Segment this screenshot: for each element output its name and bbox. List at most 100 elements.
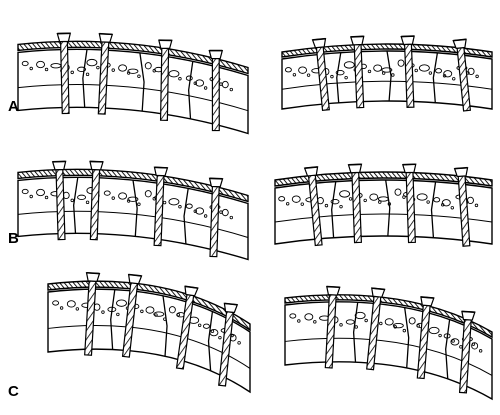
screw [324, 285, 341, 369]
cancellous-bone [298, 66, 308, 74]
cancellous-bone [441, 199, 451, 207]
fracture-line [183, 188, 189, 244]
screw [97, 32, 114, 115]
screw [401, 163, 417, 244]
screw-head-top [304, 166, 318, 169]
cancellous-bone [77, 194, 87, 200]
row-label-b: B [8, 230, 19, 247]
cancellous-bone [193, 209, 197, 213]
screw [452, 38, 472, 112]
fracture-line [432, 52, 439, 103]
screw [311, 37, 330, 111]
cancellous-bone [145, 306, 155, 314]
cancellous-bone [137, 202, 141, 206]
cancellous-bone [116, 299, 127, 307]
cancellous-bone [381, 67, 393, 73]
cancellous-bone [116, 312, 120, 317]
fracture-line [385, 179, 391, 237]
cancellous-bone [197, 323, 202, 327]
screw-head-top [453, 38, 467, 42]
cancellous-bone [168, 198, 180, 206]
cancellous-bone [111, 68, 115, 72]
cancellous-bone [278, 196, 286, 202]
cancellous-bone [330, 199, 340, 205]
row-label-c: C [8, 383, 19, 400]
cancellous-bone [101, 310, 105, 314]
cancellous-bone [77, 66, 87, 72]
screw-head-top [350, 35, 364, 38]
fracture-line [336, 52, 342, 103]
cancellous-bone [313, 320, 317, 324]
cancellous-bone [452, 77, 456, 81]
screw-head [401, 163, 417, 174]
bone-segment [284, 301, 493, 401]
screw [349, 35, 365, 109]
fracture-line [82, 49, 88, 108]
plate [17, 40, 249, 75]
cancellous-bone [21, 60, 29, 67]
cancellous-bone [343, 61, 355, 69]
cancellous-bone [297, 319, 301, 323]
screw [175, 285, 199, 370]
cancellous-bone [202, 323, 210, 329]
cancellous-bone [137, 74, 141, 78]
cancellous-bone [168, 306, 176, 314]
cancellous-bone [435, 68, 443, 74]
cancellous-bone [291, 195, 301, 203]
cancellous-bone [300, 202, 304, 206]
screw [89, 160, 104, 241]
cancellous-bone [118, 64, 128, 72]
fracture-line [430, 181, 437, 238]
fracture-line [72, 177, 79, 234]
plate [47, 280, 251, 332]
fracture-line [386, 50, 392, 102]
cancellous-bone [140, 309, 144, 314]
fracture-line [352, 302, 359, 363]
panel-a-right [281, 35, 493, 112]
cancellous-bone [467, 67, 475, 76]
screw [158, 39, 173, 121]
screw [218, 302, 239, 387]
screw-head-top [154, 166, 168, 169]
cancellous-bone [111, 196, 115, 200]
cancellous-bone [285, 202, 290, 206]
cancellous-bone [127, 196, 139, 202]
cancellous-bone [21, 188, 29, 195]
cancellous-bone [428, 326, 440, 335]
cancellous-bone [86, 58, 98, 67]
cancellous-bone [373, 64, 383, 72]
cancellous-bone [153, 311, 165, 317]
cortex-line [284, 337, 493, 376]
screw [453, 166, 471, 247]
cancellous-bone [451, 339, 455, 343]
screw-head [184, 285, 199, 297]
cancellous-bone [237, 341, 241, 345]
cancellous-bone [144, 62, 152, 70]
screw-head-top [224, 302, 238, 306]
screw-head [311, 38, 327, 49]
cancellous-bone [284, 67, 292, 73]
cancellous-bone [394, 188, 402, 196]
cancellous-bone [369, 193, 379, 201]
cancellous-bone [195, 79, 205, 87]
cancellous-bone [144, 190, 152, 198]
fracture-line [162, 295, 168, 357]
screw [416, 296, 435, 380]
fracture-line [132, 180, 138, 237]
screw-head-top [99, 32, 113, 36]
cancellous-bone [450, 338, 460, 346]
cancellous-bone [70, 198, 74, 203]
cancellous-bone [218, 335, 222, 340]
cancellous-bone [443, 70, 453, 78]
panel-a-left [17, 32, 249, 135]
row-label-a: A [8, 98, 19, 115]
plate [281, 43, 493, 58]
screw-head-top [326, 285, 340, 289]
screw-head [158, 39, 173, 49]
cancellous-bone [339, 204, 343, 209]
screw-head-top [420, 296, 434, 299]
cancellous-bone [426, 200, 430, 204]
screw-head-top [128, 273, 142, 277]
screw [208, 49, 224, 132]
